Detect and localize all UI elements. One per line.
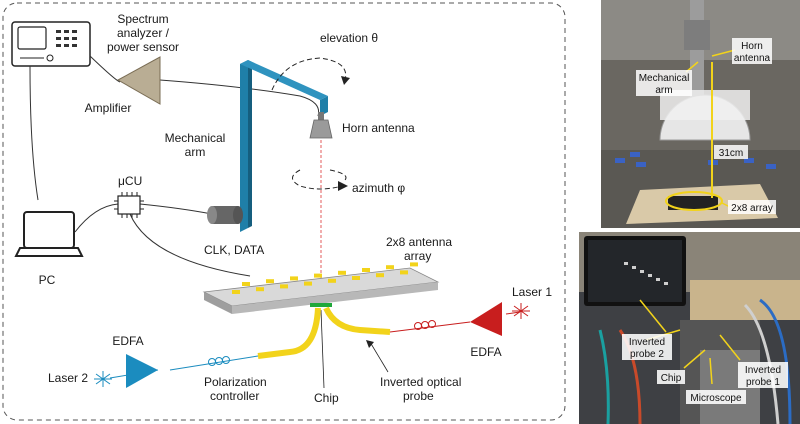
spectrum-analyzer-label-2: analyzer / [117,26,170,40]
elevation-arrow [271,57,347,91]
edfa-right-label: EDFA [470,345,501,359]
antenna-patch [386,265,394,270]
azimuth-label: azimuth φ [352,181,405,195]
antenna-patch [242,282,250,286]
probe-label-1: Inverted optical [380,375,461,389]
photo-chip-label: Chip [661,373,682,384]
amplifier-label: Amplifier [85,101,132,115]
motor-icon [207,206,243,224]
edfa-right-icon [470,302,502,336]
antenna-patch [410,262,418,267]
photo-arm-label-2: arm [655,85,672,96]
photo-probe1-label-1: Inverted [745,365,781,376]
chip-pointer [320,309,325,389]
cables [29,55,320,277]
photo-horn-label-1: Horn [741,41,763,52]
azimuth-arrow [292,169,347,190]
antenna-patch [266,279,274,284]
antenna-patch [338,270,346,275]
horn-antenna-label: Horn antenna [342,121,415,135]
antenna-patches [232,262,418,294]
array-label-1: 2x8 antenna [386,235,452,249]
photo-probe2-label-2: probe 2 [630,349,664,360]
fibers [109,306,521,379]
photo-array-label: 2x8 array [731,203,773,214]
mechanical-arm-label-2: arm [185,145,206,159]
spectrum-analyzer-label-1: Spectrum [117,12,168,26]
photo-top [601,0,800,228]
chip-label: Chip [314,391,339,405]
laser1-icon [512,303,530,319]
antenna-patch [290,276,298,281]
laser2-label: Laser 2 [48,371,88,385]
array-label-2: array [404,249,431,263]
antenna-patch [362,268,370,272]
photo-probe1-label-2: probe 1 [746,377,780,388]
mcu-chip-icon [114,192,144,218]
antenna-patch [352,276,360,280]
schematic-border [2,2,566,421]
horn-antenna-icon [309,112,333,139]
spectrum-analyzer-icon [11,21,91,67]
chip-icon [310,303,332,307]
elevation-arrowhead [341,76,350,85]
antenna-patch [280,284,288,289]
amplifier-icon [116,56,161,105]
edfa-left-icon [126,354,158,388]
laser1-label: Laser 1 [512,285,552,299]
antenna-patch [376,273,384,278]
probe-pointer-head [366,340,374,348]
elevation-label: elevation θ [320,31,378,45]
antenna-patch [304,281,312,286]
antenna-patch [256,287,264,292]
spectrum-analyzer-label-3: power sensor [107,40,179,54]
clk-data-label: CLK, DATA [204,243,264,257]
antenna-patch [232,290,240,294]
photo-microscope-label: Microscope [690,393,742,404]
photo-horn-label-2: antenna [734,53,771,64]
antenna-patch [328,278,336,283]
pc-label: PC [39,273,56,287]
laptop-icon [14,211,84,257]
mcu-label: μCU [118,174,142,188]
laser2-icon [94,371,112,387]
azimuth-arrowhead [338,181,348,191]
antenna-patch [400,270,408,275]
probe-label-2: probe [403,389,434,403]
edfa-left-label: EDFA [112,334,143,348]
polarization-label-2: controller [210,389,259,403]
probe-pointer [369,341,389,373]
mechanical-arm-label-1: Mechanical [165,131,226,145]
photo-arm-label-1: Mechanical [639,73,690,84]
photo-probe2-label-1: Inverted [629,337,665,348]
polarization-loops-right [414,320,436,330]
polarization-loops-left [208,356,230,366]
photo-bottom [579,232,800,424]
polarization-label-1: Polarization [204,375,267,389]
mechanical-arm [240,60,328,232]
antenna-array [202,267,440,314]
antenna-patch [314,273,322,278]
photo-distance-label: 31cm [719,148,743,159]
